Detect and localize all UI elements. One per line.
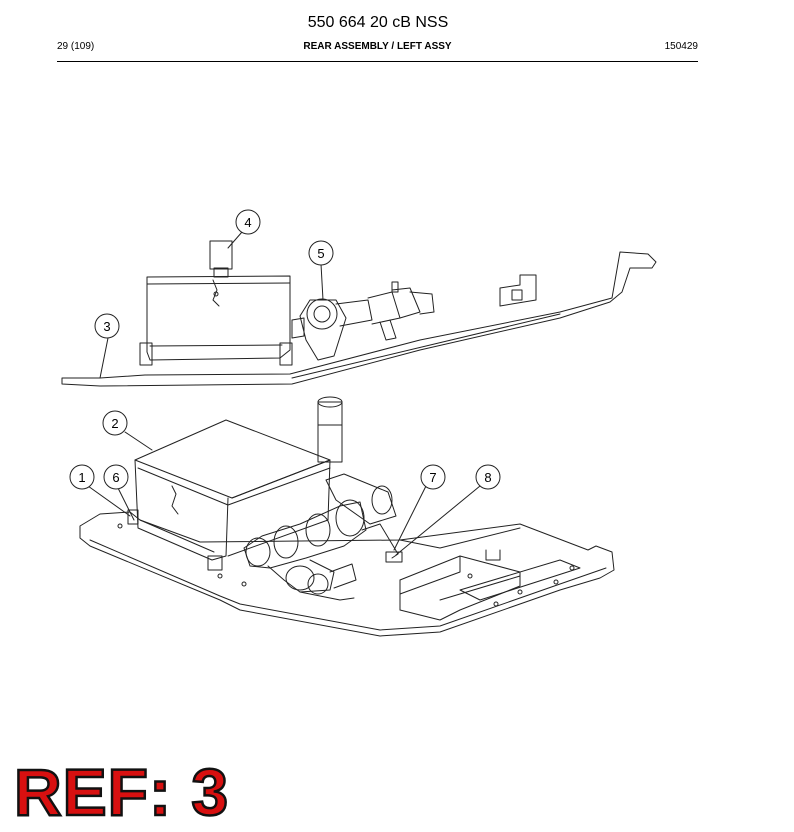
filler-cap [209, 240, 233, 270]
base-plate [79, 511, 615, 637]
upper-tank [146, 275, 291, 361]
callout-balloon-4: 4 [235, 209, 261, 235]
callout-balloon-6: 6 [103, 464, 129, 490]
header-rule [57, 61, 698, 62]
frame-rail [61, 251, 657, 387]
callout-balloon-5: 5 [308, 240, 334, 266]
callout-balloon-7: 7 [420, 464, 446, 490]
upper-assembly [61, 240, 657, 387]
callout-balloon-2: 2 [102, 410, 128, 436]
lower-tank [134, 419, 331, 499]
lower-valve-manifold [243, 473, 403, 601]
document-part-number: 550 664 20 cB NSS [307, 14, 449, 31]
page-number: 29 (109) [57, 41, 95, 52]
callout-label: 4 [244, 215, 251, 230]
callout-label: 1 [78, 470, 85, 485]
upper-valve-group [291, 281, 435, 361]
callout-balloon-1: 1 [69, 464, 95, 490]
callout-balloon-8: 8 [475, 464, 501, 490]
section-title: REAR ASSEMBLY / LEFT ASSY [303, 41, 452, 52]
callout-balloon-3: 3 [94, 313, 120, 339]
lower-bracket [399, 555, 521, 621]
callout-label: 2 [111, 416, 118, 431]
date-code: 150429 [664, 41, 698, 52]
callout-label: 3 [103, 319, 110, 334]
upper-bracket [499, 274, 537, 307]
callout-label: 8 [484, 470, 491, 485]
ref-stamp: REF: 3 [13, 754, 230, 831]
leader-lines [87, 231, 481, 556]
lower-assembly [79, 396, 615, 637]
lower-filler-tube [317, 401, 343, 463]
callout-label: 5 [317, 246, 324, 261]
callout-label: 7 [429, 470, 436, 485]
callout-label: 6 [112, 470, 119, 485]
